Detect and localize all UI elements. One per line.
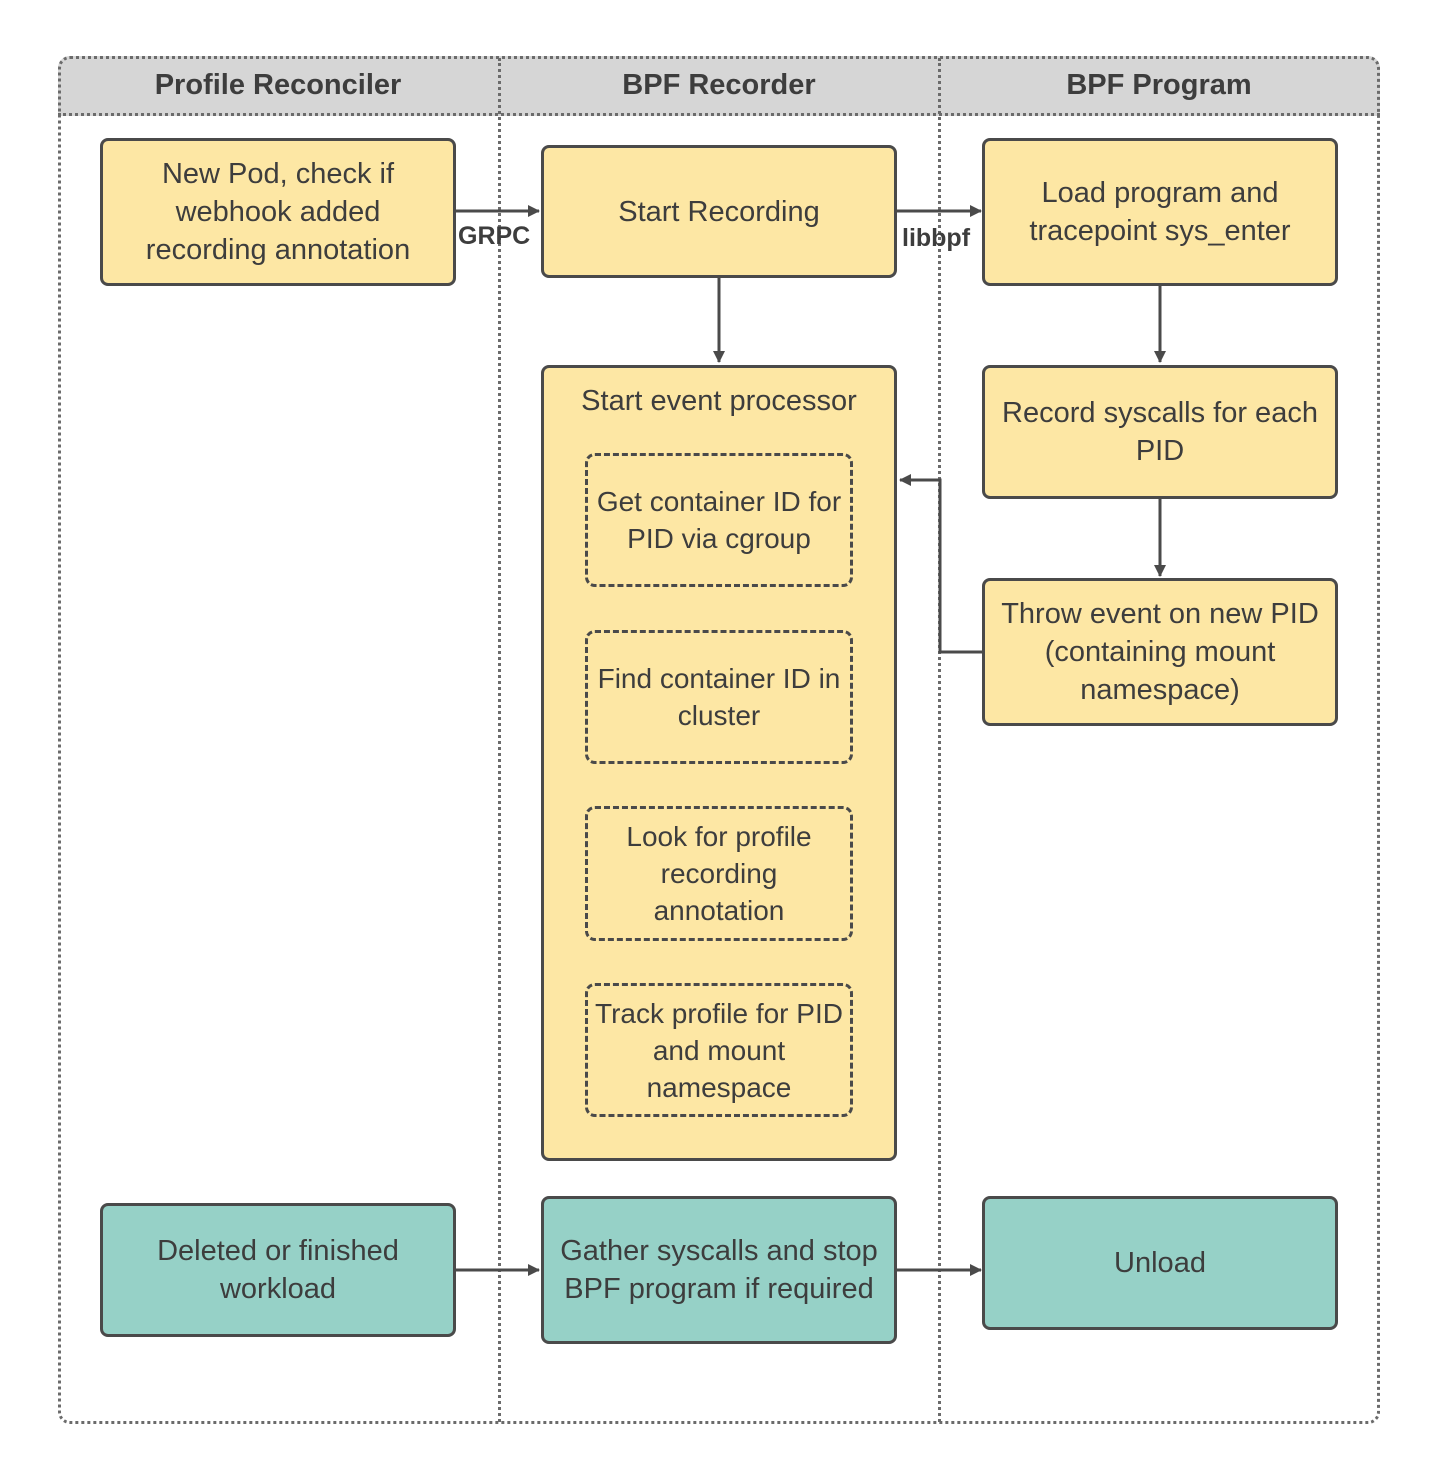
node-throw-event: Throw event on new PID (containing mount… xyxy=(982,578,1338,726)
lane-header-bar xyxy=(58,56,1380,116)
lane-divider-2 xyxy=(938,58,941,1422)
node-unload: Unload xyxy=(982,1196,1338,1330)
lane-title-bpf-program: BPF Program xyxy=(1066,69,1252,101)
lane-title-bpf-recorder: BPF Recorder xyxy=(622,69,816,101)
node-deleted-workload: Deleted or finished workload xyxy=(100,1203,456,1337)
edge-label-libbpf: libbpf xyxy=(902,224,971,252)
node-load-program: Load program and tracepoint sys_enter xyxy=(982,138,1338,286)
node-new-pod: New Pod, check if webhook added recordin… xyxy=(100,138,456,286)
node-record-syscalls: Record syscalls for each PID xyxy=(982,365,1338,499)
node-gather-syscalls: Gather syscalls and stop BPF program if … xyxy=(541,1196,897,1344)
step-find-container-id: Find container ID in cluster xyxy=(585,630,853,764)
swimlane-frame xyxy=(58,56,1380,1424)
node-start-recording: Start Recording xyxy=(541,145,897,278)
lane-title-profile-reconciler: Profile Reconciler xyxy=(154,69,402,101)
event-processor-title: Start event processor xyxy=(581,385,857,417)
step-look-for-profile: Look for profile recording annotation xyxy=(585,806,853,941)
step-track-profile: Track profile for PID and mount namespac… xyxy=(585,983,853,1117)
step-get-container-id: Get container ID for PID via cgroup xyxy=(585,453,853,587)
lane-divider-1 xyxy=(498,58,501,1422)
edge-label-grpc: GRPC xyxy=(458,222,531,250)
